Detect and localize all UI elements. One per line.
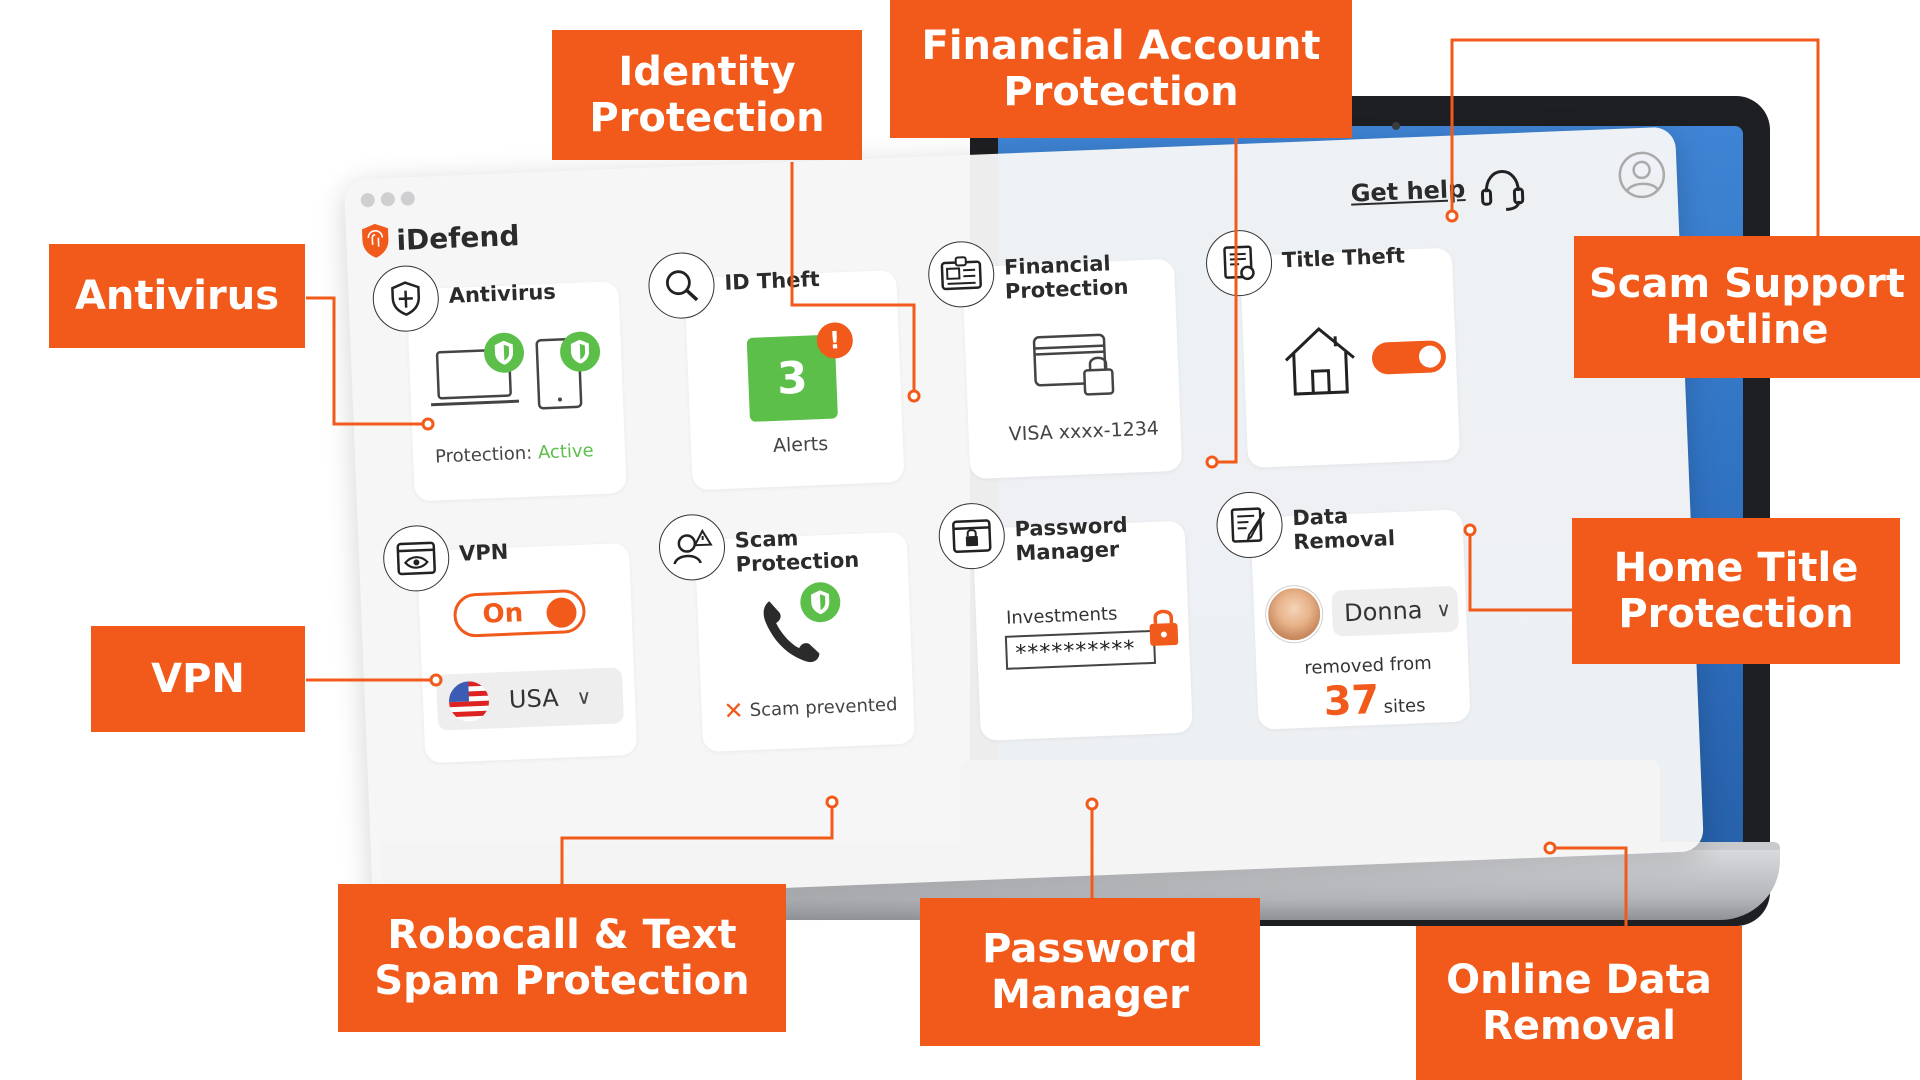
toggle-knob bbox=[545, 597, 578, 629]
chevron-down-icon: ∨ bbox=[576, 684, 592, 710]
data-removal-card-title: Data Removal bbox=[1291, 504, 1396, 555]
password-card-title: Password Manager bbox=[1014, 512, 1129, 566]
lock-icon bbox=[1149, 609, 1179, 646]
callout-robocall-spam-protection: Robocall & Text Spam Protection bbox=[338, 884, 786, 1032]
scam-card[interactable]: ✕ Scam prevented bbox=[694, 531, 916, 753]
sites-label: sites bbox=[1383, 695, 1426, 718]
person-select[interactable]: Donna ∨ bbox=[1331, 585, 1460, 637]
shield-check-icon bbox=[800, 582, 841, 623]
callout-vpn: VPN bbox=[91, 626, 305, 732]
callout-online-data-removal: Online Data Removal bbox=[1416, 926, 1742, 1080]
app-name: iDefend bbox=[395, 218, 520, 257]
scam-status-text: Scam prevented bbox=[749, 693, 898, 721]
magnifier-icon bbox=[665, 270, 699, 302]
close-x-icon: ✕ bbox=[723, 696, 745, 726]
brand: iDefend bbox=[360, 217, 520, 259]
chevron-down-icon: ∨ bbox=[1435, 596, 1452, 622]
scam-person-icon bbox=[673, 528, 713, 565]
shield-check-icon bbox=[560, 331, 601, 372]
vpn-card-title: VPN bbox=[458, 539, 509, 566]
us-flag-icon bbox=[448, 680, 490, 723]
phone-icon bbox=[763, 601, 820, 663]
shield-check-icon bbox=[484, 332, 525, 373]
scam-card-icon bbox=[657, 513, 727, 582]
antivirus-card[interactable]: Protection: Active bbox=[406, 281, 627, 502]
data-removal-card-icon bbox=[1215, 490, 1284, 560]
callout-identity-protection: Identity Protection bbox=[552, 30, 862, 160]
financial-card-title: Financial Protection bbox=[1003, 251, 1129, 304]
sites-count-row: 37 sites bbox=[1323, 675, 1426, 725]
title-theft-card-title: Title Theft bbox=[1281, 243, 1406, 273]
vpn-toggle-label: On bbox=[481, 598, 524, 630]
person-name: Donna bbox=[1343, 596, 1423, 628]
password-field[interactable]: ********** bbox=[1004, 629, 1157, 670]
certificate-icon bbox=[1223, 245, 1255, 281]
title-theft-card[interactable] bbox=[1239, 247, 1461, 468]
password-card[interactable]: Investments ********** bbox=[972, 520, 1193, 741]
browser-eye-icon bbox=[396, 541, 436, 576]
credit-card-lock-icon bbox=[1032, 333, 1115, 396]
title-lock-toggle[interactable] bbox=[1371, 339, 1447, 375]
window-controls bbox=[360, 191, 416, 208]
scam-status: ✕ Scam prevented bbox=[723, 690, 898, 725]
toggle-knob bbox=[1418, 345, 1442, 369]
shield-logo-icon bbox=[361, 223, 389, 258]
document-pen-icon bbox=[1230, 507, 1265, 543]
window-dot[interactable] bbox=[380, 192, 396, 207]
id-theft-card[interactable]: 3 ! Alerts bbox=[684, 269, 905, 491]
profile-icon[interactable] bbox=[1616, 149, 1668, 201]
id-theft-card-title: ID Theft bbox=[723, 267, 821, 295]
sites-count: 37 bbox=[1322, 676, 1381, 726]
window-dot[interactable] bbox=[400, 191, 416, 206]
laptop-camera bbox=[1392, 122, 1400, 130]
avatar bbox=[1265, 585, 1324, 644]
financial-card[interactable]: VISA xxxx-1234 bbox=[961, 258, 1183, 480]
callout-antivirus: Antivirus bbox=[49, 244, 305, 348]
window-dot[interactable] bbox=[360, 192, 376, 208]
laptop-icon bbox=[431, 348, 520, 407]
id-theft-card-icon bbox=[647, 251, 716, 320]
callout-scam-support-hotline: Scam Support Hotline bbox=[1574, 236, 1920, 378]
callout-home-title-protection: Home Title Protection bbox=[1572, 518, 1900, 664]
callout-financial-account-protection: Financial Account Protection bbox=[890, 0, 1352, 138]
antivirus-status-label: Protection: bbox=[434, 442, 533, 468]
id-card-icon bbox=[940, 256, 982, 291]
alerts-label: Alerts bbox=[772, 432, 829, 458]
vpn-toggle[interactable]: On bbox=[452, 588, 587, 638]
antivirus-status: Protection: Active bbox=[435, 440, 594, 467]
financial-card-icon bbox=[926, 240, 996, 309]
password-field-label: Investments bbox=[1005, 603, 1118, 629]
shield-icon bbox=[391, 281, 420, 316]
card-number: VISA xxxx-1234 bbox=[1008, 417, 1160, 446]
house-icon bbox=[1284, 327, 1355, 396]
headset-icon[interactable] bbox=[1476, 163, 1528, 215]
password-card-icon bbox=[937, 501, 1007, 571]
scam-card-title: Scam Protection bbox=[734, 526, 860, 577]
callout-password-manager: Password Manager bbox=[920, 898, 1260, 1046]
app-window: iDefend Get help Pr bbox=[343, 126, 1705, 905]
antivirus-card-title: Antivirus bbox=[448, 279, 557, 308]
get-help-link[interactable]: Get help bbox=[1350, 175, 1466, 208]
antivirus-status-value: Active bbox=[537, 440, 595, 464]
alert-badge: ! bbox=[816, 321, 854, 360]
browser-lock-icon bbox=[952, 519, 992, 553]
tablet-icon bbox=[535, 337, 583, 410]
vpn-country-select[interactable]: USA ∨ bbox=[435, 667, 625, 731]
vpn-card[interactable]: On USA ∨ bbox=[416, 542, 638, 764]
vpn-country: USA bbox=[508, 683, 560, 714]
vpn-card-icon bbox=[381, 524, 451, 593]
